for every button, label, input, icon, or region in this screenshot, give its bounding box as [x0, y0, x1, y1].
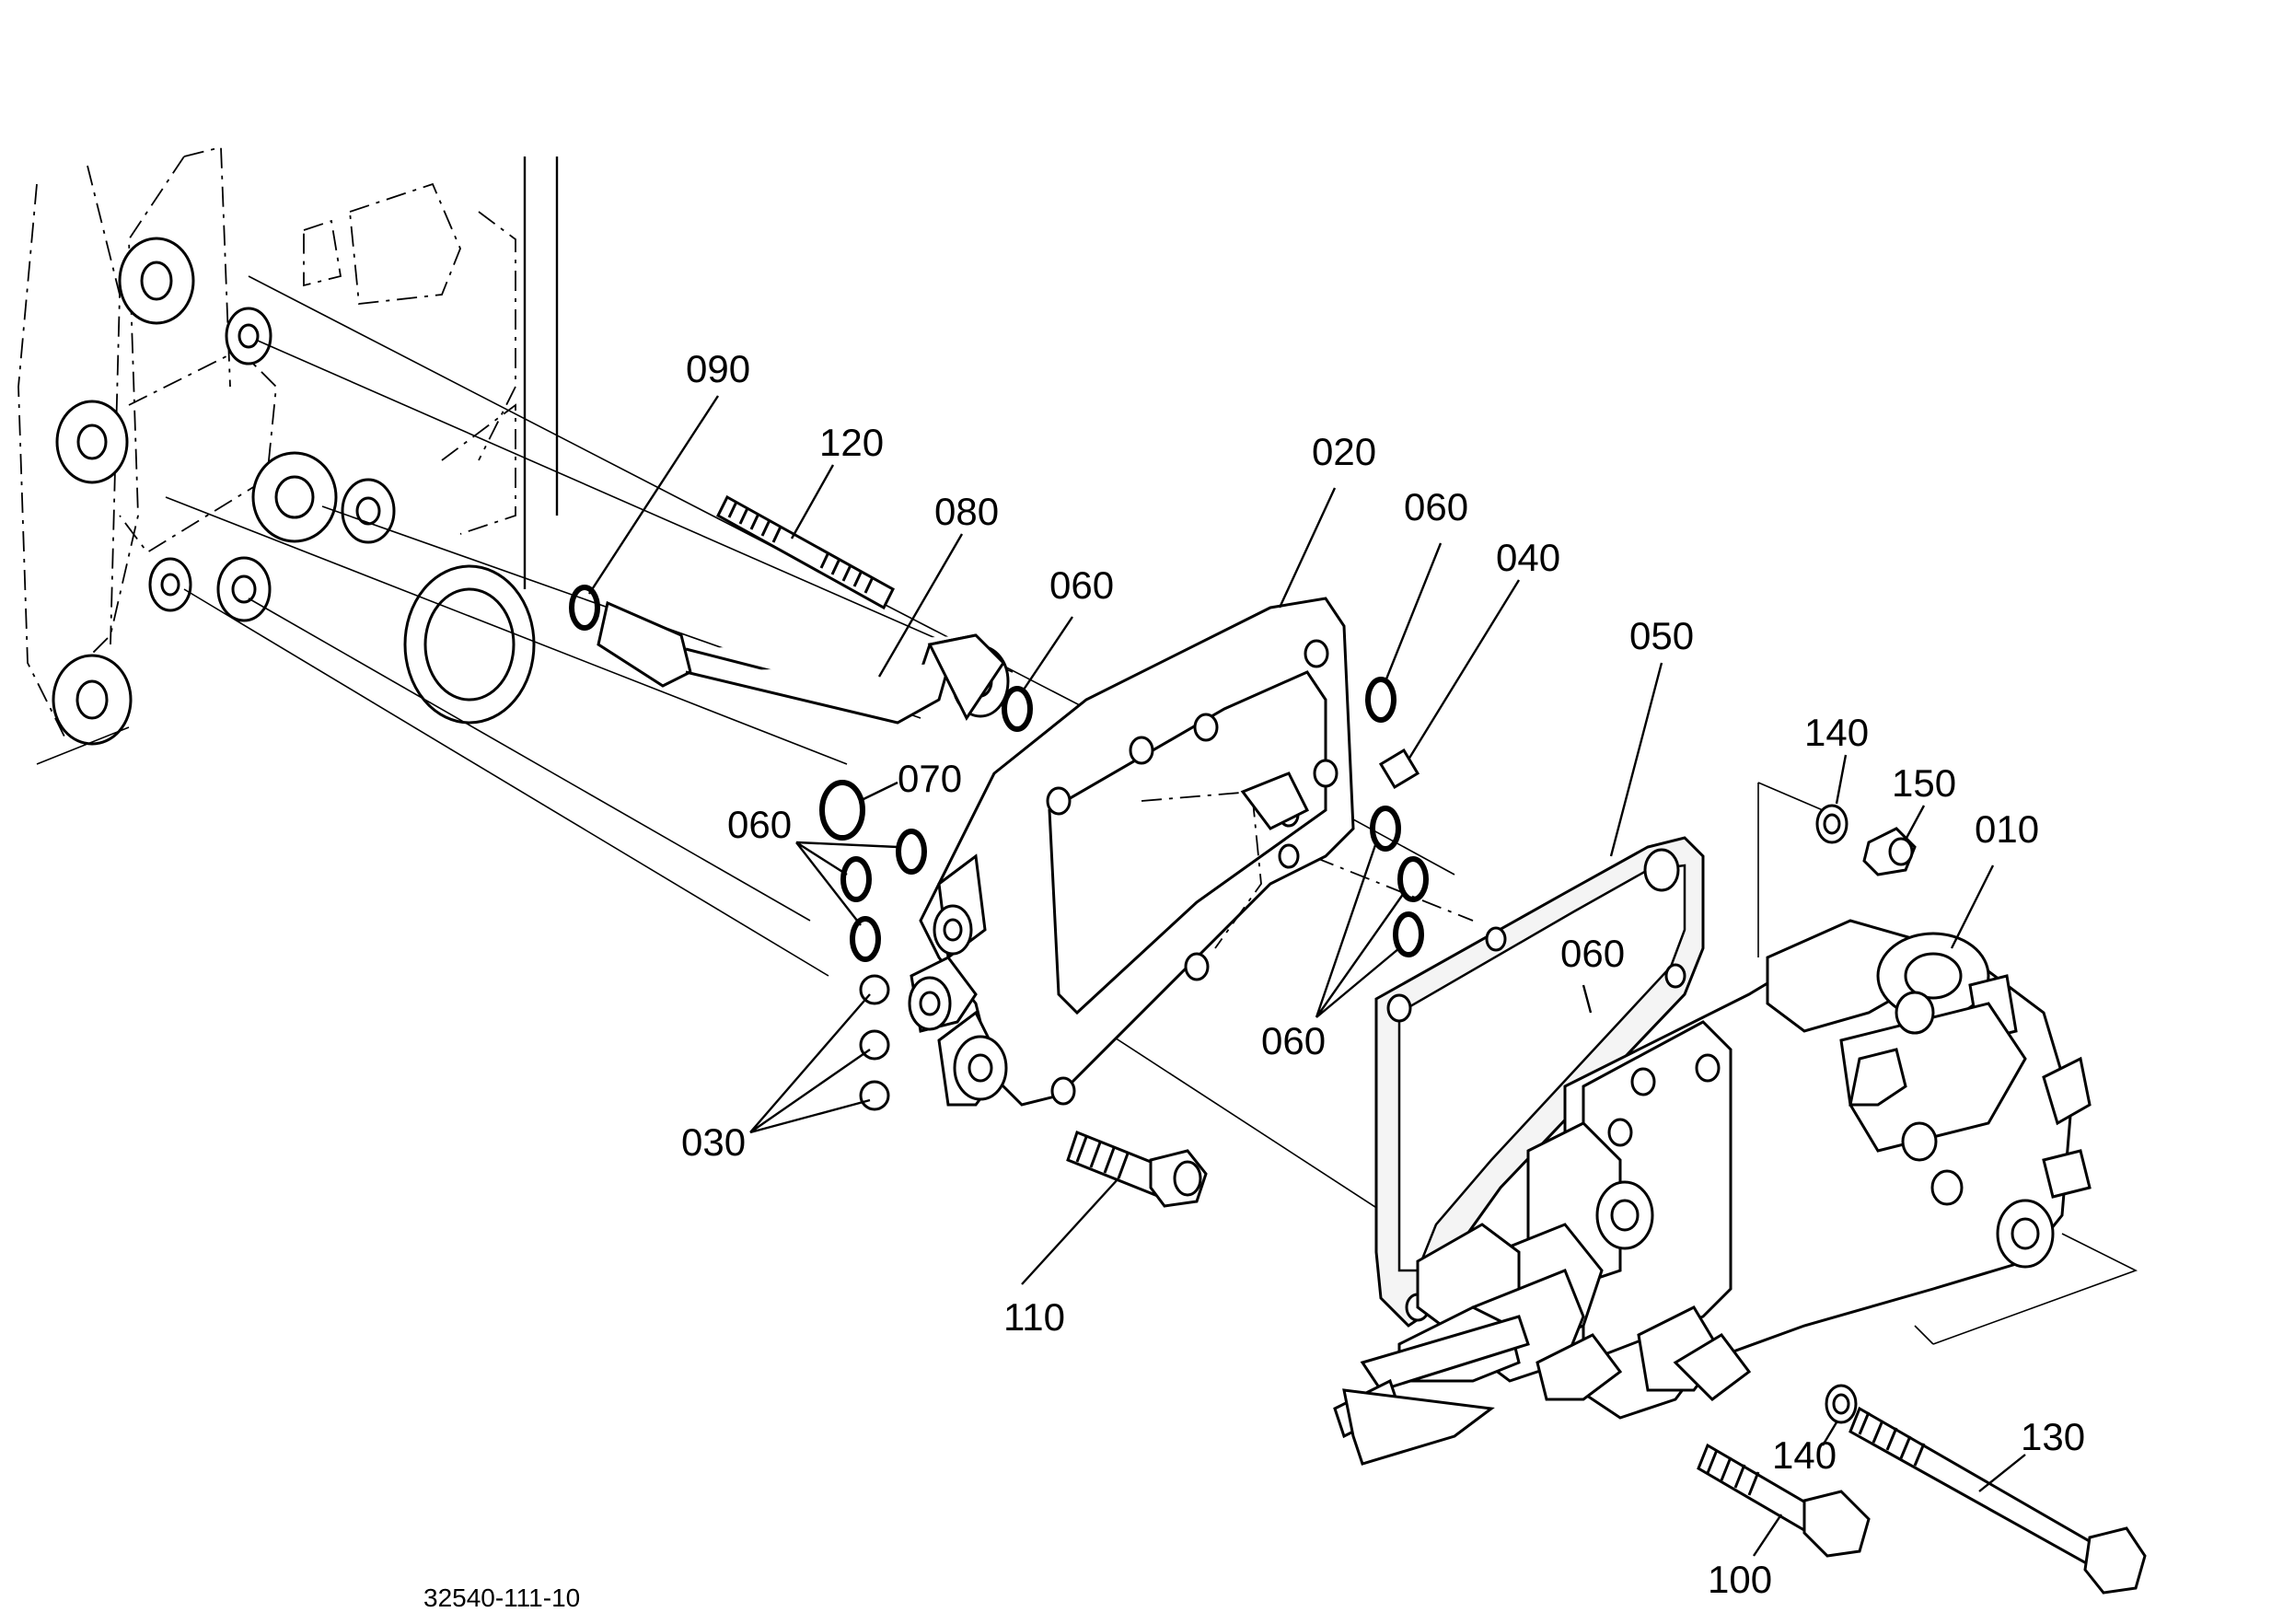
drawing-number: 32540-111-10 [423, 1583, 580, 1612]
label-140-top: 140 [1804, 711, 1869, 754]
label-080: 080 [934, 490, 999, 533]
o-ring-060e1 [1370, 806, 1401, 852]
nut-150 [1888, 837, 1914, 866]
label-030: 030 [681, 1120, 746, 1164]
label-120: 120 [819, 421, 884, 464]
o-ring-060c3 [850, 916, 881, 962]
stud-bolt-120 [716, 494, 895, 610]
o-ring-060a [1002, 686, 1033, 732]
bolt-100 [1697, 1443, 1871, 1558]
housing-020 [908, 597, 1355, 1107]
label-050: 050 [1629, 614, 1694, 657]
washer-140-bottom [1825, 1384, 1858, 1424]
pipe-080 [597, 600, 1010, 725]
o-ring-060e3 [1393, 911, 1424, 957]
label-060-e: 060 [1261, 1019, 1326, 1062]
label-060-d: 060 [1560, 932, 1625, 975]
label-110: 110 [1003, 1295, 1065, 1339]
label-090: 090 [686, 347, 750, 390]
label-040: 040 [1496, 536, 1560, 579]
o-ring-060c2 [840, 856, 872, 902]
washer-nut-top [1815, 804, 1917, 876]
o-ring-070 [819, 780, 865, 841]
gasket-050 [1374, 836, 1705, 1328]
pump-assembly-010 [1333, 782, 2138, 1466]
label-070: 070 [898, 757, 962, 800]
bolt-130 [1848, 1406, 2147, 1595]
label-060-a: 060 [1049, 563, 1114, 607]
engine-housing [17, 145, 559, 765]
o-ring-060c1 [896, 829, 927, 875]
label-100: 100 [1708, 1558, 1772, 1601]
bolt-110 [1066, 1131, 1208, 1208]
o-ring-060b [1365, 677, 1396, 723]
o-ring-090 [569, 585, 600, 631]
label-010: 010 [1975, 807, 2039, 851]
leader-lines [587, 395, 2026, 1557]
alignment-lines [165, 275, 1474, 1271]
label-140-bottom: 140 [1772, 1433, 1837, 1477]
label-020: 020 [1312, 430, 1376, 473]
label-060-b: 060 [1404, 485, 1468, 528]
plug-040 [1378, 748, 1420, 790]
o-ring-060e2 [1397, 856, 1429, 902]
label-060-c: 060 [727, 803, 792, 846]
label-150: 150 [1892, 761, 1956, 805]
part-labels: 090 120 080 060 020 060 040 050 070 060 … [681, 347, 2085, 1601]
label-130: 130 [2021, 1415, 2085, 1458]
balls-030 [859, 974, 890, 1111]
